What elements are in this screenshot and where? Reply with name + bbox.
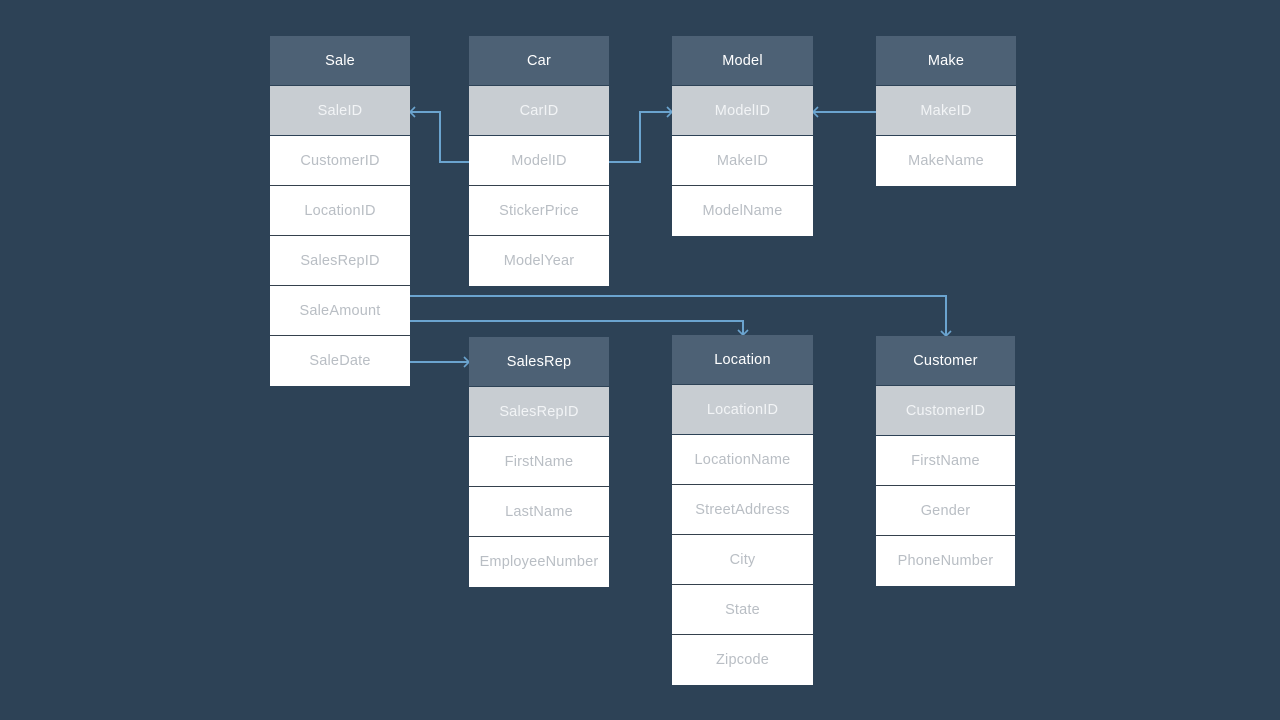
relationship-line-3 <box>410 295 947 336</box>
field-state[interactable]: State <box>672 585 813 635</box>
relationship-line-0 <box>410 111 469 163</box>
field-city[interactable]: City <box>672 535 813 585</box>
entity-title-car: Car <box>469 36 609 86</box>
primary-key-field-salesrepid[interactable]: SalesRepID <box>469 387 609 437</box>
field-modelyear[interactable]: ModelYear <box>469 236 609 286</box>
entity-title-salesrep: SalesRep <box>469 337 609 387</box>
entity-title-sale: Sale <box>270 36 410 86</box>
field-saleamount[interactable]: SaleAmount <box>270 286 410 336</box>
field-saledate[interactable]: SaleDate <box>270 336 410 386</box>
relationship-line-4 <box>410 320 744 335</box>
primary-key-field-makeid[interactable]: MakeID <box>876 86 1016 136</box>
relationship-arrow-2 <box>811 106 819 118</box>
field-makeid[interactable]: MakeID <box>672 136 813 186</box>
field-employeenumber[interactable]: EmployeeNumber <box>469 537 609 587</box>
field-salesrepid[interactable]: SalesRepID <box>270 236 410 286</box>
field-modelname[interactable]: ModelName <box>672 186 813 236</box>
primary-key-field-carid[interactable]: CarID <box>469 86 609 136</box>
entity-title-model: Model <box>672 36 813 86</box>
field-makename[interactable]: MakeName <box>876 136 1016 186</box>
field-customerid[interactable]: CustomerID <box>270 136 410 186</box>
relationship-arrow-0 <box>408 106 416 118</box>
field-modelid[interactable]: ModelID <box>469 136 609 186</box>
primary-key-field-modelid[interactable]: ModelID <box>672 86 813 136</box>
field-locationid[interactable]: LocationID <box>270 186 410 236</box>
field-firstname[interactable]: FirstName <box>876 436 1015 486</box>
field-locationname[interactable]: LocationName <box>672 435 813 485</box>
primary-key-field-customerid[interactable]: CustomerID <box>876 386 1015 436</box>
relationship-line-1 <box>609 111 672 163</box>
field-lastname[interactable]: LastName <box>469 487 609 537</box>
field-zipcode[interactable]: Zipcode <box>672 635 813 685</box>
field-streetaddress[interactable]: StreetAddress <box>672 485 813 535</box>
field-phonenumber[interactable]: PhoneNumber <box>876 536 1015 586</box>
field-stickerprice[interactable]: StickerPrice <box>469 186 609 236</box>
primary-key-field-locationid[interactable]: LocationID <box>672 385 813 435</box>
entity-title-location: Location <box>672 335 813 385</box>
entity-title-customer: Customer <box>876 336 1015 386</box>
primary-key-field-saleid[interactable]: SaleID <box>270 86 410 136</box>
entity-title-make: Make <box>876 36 1016 86</box>
field-firstname[interactable]: FirstName <box>469 437 609 487</box>
field-gender[interactable]: Gender <box>876 486 1015 536</box>
